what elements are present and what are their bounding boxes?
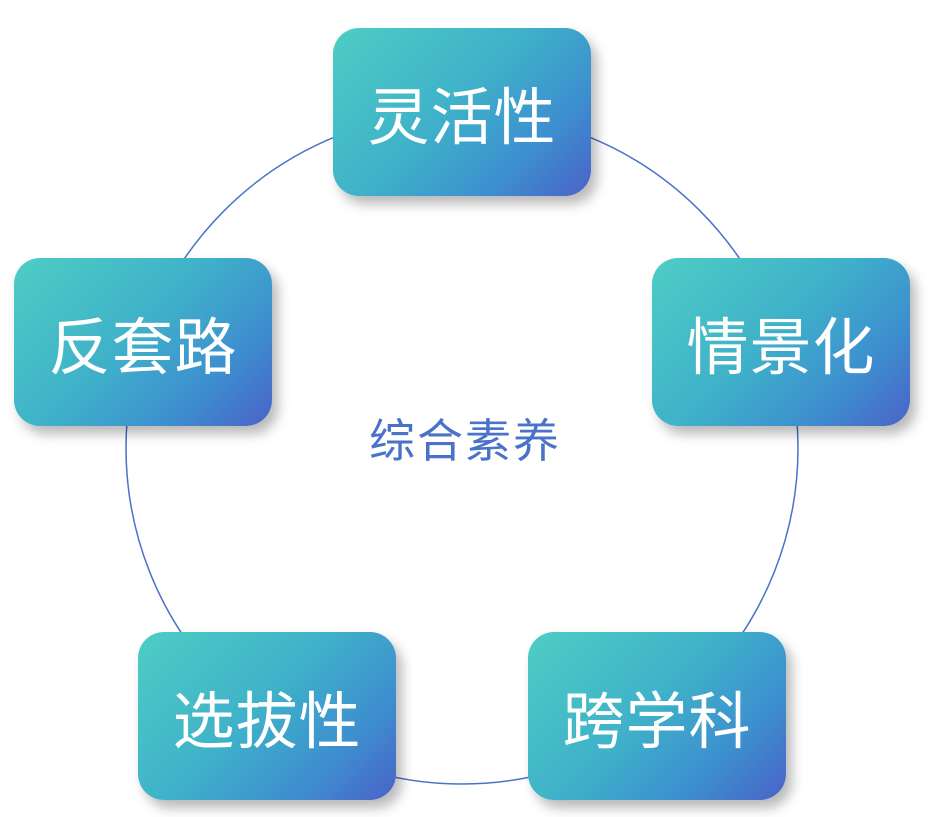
center-label: 综合素养 <box>369 414 561 468</box>
node-label: 反套路 <box>48 311 238 384</box>
node-label: 情景化 <box>686 311 876 384</box>
node-selective: 选拔性 <box>138 632 396 800</box>
node-flexibility: 灵活性 <box>333 28 591 196</box>
node-contextualization: 情景化 <box>652 258 910 426</box>
node-label: 选拔性 <box>172 685 362 758</box>
node-label: 灵活性 <box>367 81 557 154</box>
node-interdisciplinary: 跨学科 <box>528 632 786 800</box>
node-label: 跨学科 <box>562 685 752 758</box>
node-anti-routine: 反套路 <box>14 258 272 426</box>
